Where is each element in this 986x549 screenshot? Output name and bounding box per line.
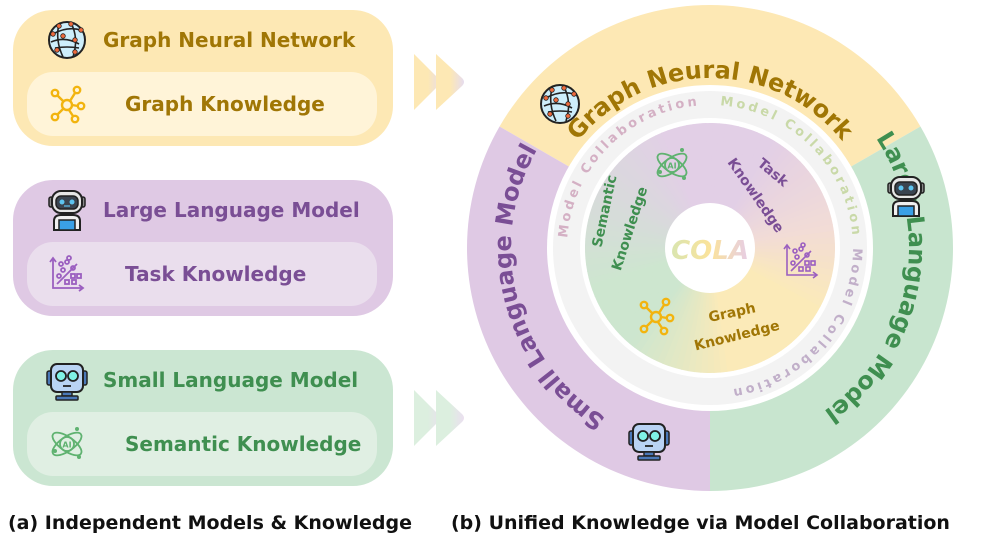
panel-graph-neural-network: Graph Neural Network Graph Knowledge [13,10,393,146]
caption-a: (a) Independent Models & Knowledge [8,512,413,534]
outer-segment-llm [710,126,953,491]
outer-segment-slm [466,126,710,491]
panel-large-language-model: Large Language Model Task Knowledge [13,180,393,316]
graph-nodes-icon [639,297,675,336]
caption-b: (b) Unified Knowledge via Model Collabor… [451,512,950,534]
knowledge-label: Task Knowledge [125,262,307,286]
svg-text:AI: AI [62,441,71,450]
panel-title: Large Language Model [103,198,360,222]
scatter-plot-icon [783,242,819,279]
knowledge-box: Graph Knowledge [27,72,377,136]
knowledge-label: Graph Knowledge [125,92,325,116]
panel-small-language-model: Small Language Model AI Semantic Knowled… [13,350,393,486]
globe-network-icon [540,84,580,124]
center-circle [665,203,755,293]
ai-atom-icon: AI [51,427,83,459]
scatter-plot-icon [49,255,85,292]
inner-disc-wedge [705,123,714,248]
ai-atom-icon: AI [656,148,688,180]
forward-arrows-icon [414,390,464,446]
center-label: COLA [671,236,749,266]
inner-disc-wedge [585,244,710,253]
forward-arrows-icon [414,54,464,110]
panel-title: Graph Neural Network [103,28,356,52]
knowledge-box: AI Semantic Knowledge [27,412,377,476]
svg-text:AI: AI [667,162,676,171]
panel-title: Small Language Model [103,368,359,392]
knowledge-label: Semantic Knowledge [125,432,362,456]
graph-nodes-icon [50,85,86,124]
globe-network-icon [48,21,86,59]
knowledge-box: Task Knowledge [27,242,377,306]
robot-large-icon [887,176,925,217]
robot-small-icon [46,363,88,401]
robot-small-icon [628,423,670,461]
inner-disc-wedge [706,248,715,373]
robot-large-icon [48,190,86,231]
